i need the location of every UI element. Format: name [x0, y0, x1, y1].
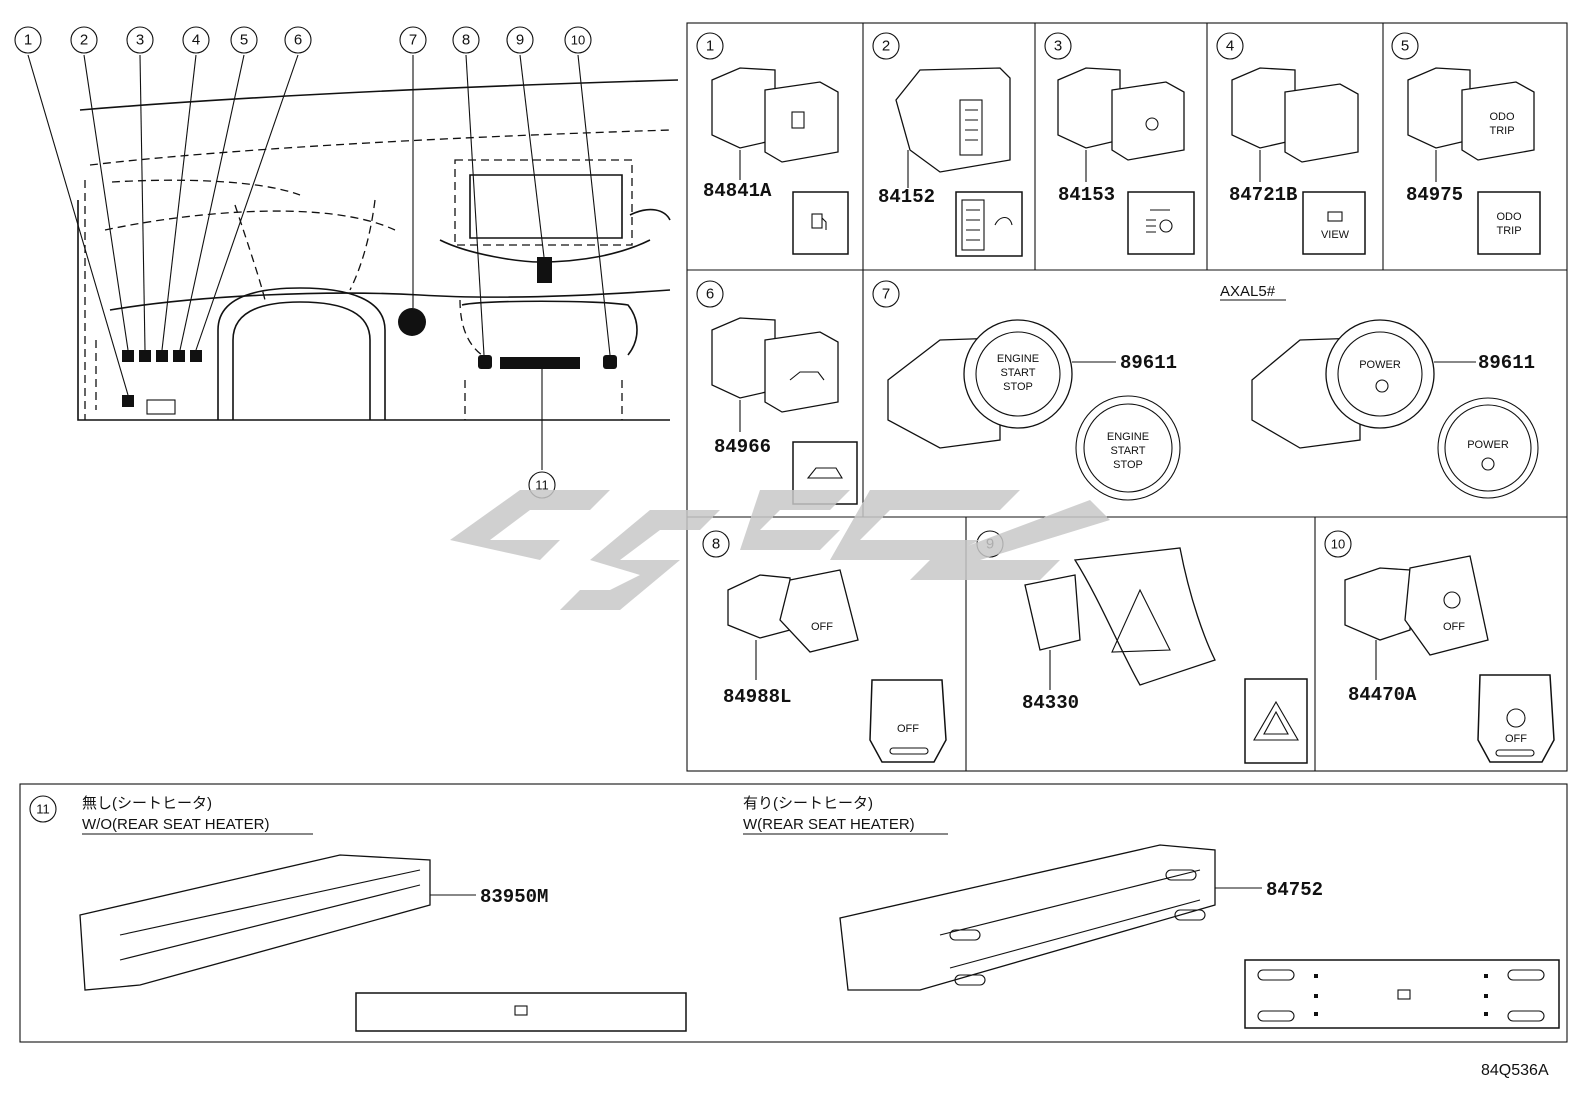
camera-view-icon — [1327, 211, 1343, 222]
svg-text:OFF: OFF — [811, 621, 833, 633]
svg-text:84721B: 84721B — [1229, 184, 1297, 206]
height-control-icon — [961, 199, 985, 251]
svg-text:84841A: 84841A — [703, 180, 772, 202]
callout-7: 7 — [399, 26, 427, 54]
svg-text:9: 9 — [516, 32, 524, 49]
parts-grid — [686, 22, 1568, 772]
seat-heater-panel-icon — [514, 1005, 528, 1016]
svg-text:5: 5 — [240, 32, 248, 49]
callout-9: 9 — [506, 26, 534, 54]
svg-text:ENGINE: ENGINE — [997, 353, 1039, 365]
power-icon: POWER — [1467, 439, 1509, 451]
panel-5: 5 ODO TRIP 84975 ODO TRIP — [1391, 32, 1541, 255]
watermark-shape-5 — [910, 500, 1110, 580]
svg-text:84988L: 84988L — [723, 686, 791, 708]
svg-text:6: 6 — [706, 286, 714, 303]
svg-text:3: 3 — [1054, 38, 1062, 55]
svg-text:ODO: ODO — [1489, 111, 1515, 123]
svg-text:START: START — [1000, 367, 1035, 379]
svg-text:有り(シートヒータ): 有り(シートヒータ) — [743, 795, 873, 812]
svg-text:STOP: STOP — [1113, 459, 1143, 471]
panel-1: 1 84841A — [696, 32, 849, 255]
callout-10: 10 — [564, 26, 592, 54]
panel-4: 4 84721B VIEW — [1216, 32, 1366, 255]
tailgate-icon — [806, 467, 843, 479]
svg-text:8: 8 — [712, 536, 720, 553]
svg-text:7: 7 — [882, 286, 890, 303]
svg-text:10: 10 — [1331, 537, 1345, 552]
watermark-shape-3 — [740, 490, 850, 550]
svg-text:OFF: OFF — [1505, 733, 1527, 745]
callout-8: 8 — [452, 26, 480, 54]
panel-9: 9 84330 — [976, 530, 1308, 764]
svg-text:2: 2 — [80, 32, 88, 49]
svg-text:89611: 89611 — [1478, 352, 1535, 374]
svg-text:84975: 84975 — [1406, 184, 1463, 206]
svg-text:3: 3 — [136, 32, 144, 49]
svg-text:TRIP: TRIP — [1496, 225, 1521, 237]
svg-text:2: 2 — [882, 38, 890, 55]
watermark-shape-1 — [450, 490, 610, 560]
svg-text:84470A: 84470A — [1348, 684, 1417, 706]
traction-off-icon: OFF — [897, 723, 919, 735]
callout-5: 5 — [230, 26, 258, 54]
fuel-door-icon — [811, 213, 823, 229]
svg-text:84752: 84752 — [1266, 879, 1323, 901]
auto-headlight-icon — [1159, 219, 1173, 233]
svg-text:11: 11 — [36, 802, 50, 817]
panel-2: 2 84152 — [872, 32, 1023, 257]
svg-text:5: 5 — [1401, 38, 1409, 55]
svg-text:START: START — [1110, 445, 1145, 457]
svg-text:10: 10 — [571, 33, 585, 48]
svg-text:POWER: POWER — [1359, 359, 1401, 371]
svg-text:VIEW: VIEW — [1321, 229, 1350, 241]
odo-trip-icon: ODO — [1496, 211, 1522, 223]
svg-text:4: 4 — [192, 32, 200, 49]
svg-text:84152: 84152 — [878, 186, 935, 208]
callout-2: 2 — [70, 26, 98, 54]
hazard-icon — [1253, 700, 1299, 741]
svg-text:7: 7 — [409, 32, 417, 49]
svg-text:TRIP: TRIP — [1489, 125, 1514, 137]
callout-6: 6 — [284, 26, 312, 54]
svg-text:84966: 84966 — [714, 436, 771, 458]
panel-6: 6 84966 — [696, 280, 858, 505]
svg-text:W/O(REAR SEAT HEATER): W/O(REAR SEAT HEATER) — [82, 816, 270, 833]
panel-8: 8 OFF 84988L OFF — [702, 530, 947, 763]
watermark-logo — [450, 490, 1110, 610]
svg-text:83950M: 83950M — [480, 886, 548, 908]
panel-7: 7 AXAL5# ENGINE START STOP 89611 ENGINE … — [872, 280, 1539, 501]
svg-text:8: 8 — [462, 32, 470, 49]
svg-text:OFF: OFF — [1443, 621, 1465, 633]
svg-text:6: 6 — [294, 32, 302, 49]
callout-4: 4 — [182, 26, 210, 54]
svg-text:1: 1 — [24, 32, 32, 49]
svg-text:AXAL5#: AXAL5# — [1220, 283, 1276, 300]
svg-text:W(REAR SEAT HEATER): W(REAR SEAT HEATER) — [743, 816, 915, 833]
left-seat-heater-icon — [1257, 969, 1295, 981]
watermark-shape-4 — [830, 490, 1020, 560]
svg-text:89611: 89611 — [1120, 352, 1177, 374]
watermark-shape-2 — [560, 510, 720, 610]
svg-text:4: 4 — [1226, 38, 1234, 55]
engine-start-icon: ENGINE — [1107, 431, 1149, 443]
svg-text:STOP: STOP — [1003, 381, 1033, 393]
auto-hold-off-icon — [1506, 708, 1526, 728]
callout-1: 1 — [14, 26, 42, 54]
svg-text:84330: 84330 — [1022, 692, 1079, 714]
right-seat-heater-icon — [1507, 969, 1545, 981]
callout-3: 3 — [126, 26, 154, 54]
svg-text:1: 1 — [706, 38, 714, 55]
panel-3: 3 84153 — [1044, 32, 1195, 255]
svg-text:11: 11 — [535, 478, 549, 493]
panel-10: 10 OFF 84470A OFF — [1324, 530, 1555, 763]
svg-text:無し(シートヒータ): 無し(シートヒータ) — [82, 795, 212, 812]
dashboard-overview: 1 2 3 4 5 6 7 8 9 10 11 — [14, 26, 679, 499]
diagram-code: 84Q536A — [1481, 1062, 1549, 1079]
panel-11: 11 無し(シートヒータ) W/O(REAR SEAT HEATER) 有り(シ… — [19, 783, 1568, 1043]
svg-text:84153: 84153 — [1058, 184, 1115, 206]
